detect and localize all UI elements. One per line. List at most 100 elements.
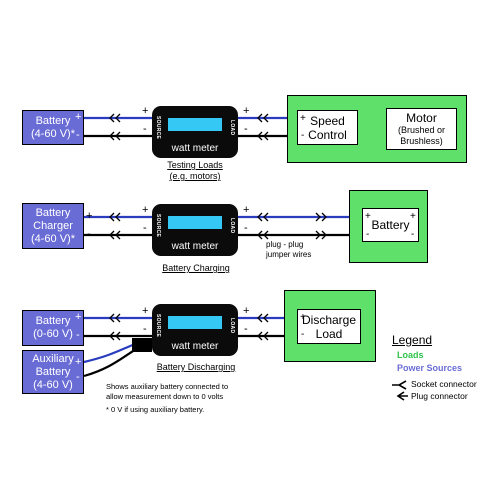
battery-source: Battery(4-60 V)* (22, 110, 84, 145)
socket-connector-icon (257, 131, 269, 141)
legend-power-sources: Power Sources (397, 363, 463, 373)
source-voltage: (4-60 V)* (30, 127, 76, 140)
source-label: Battery (35, 315, 71, 327)
socket-connector-icon (109, 230, 121, 240)
terminal-minus: - (244, 222, 248, 234)
meter-screen (168, 216, 222, 229)
caption-testing-loads: Testing Loads (e.g. motors) (150, 160, 240, 182)
motor-label: Motor (406, 111, 437, 125)
terminal-minus: - (301, 329, 305, 340)
battery-source: Battery(0-60 V) (22, 310, 84, 346)
motor-type: Brushless) (400, 136, 443, 146)
terminal-plus: + (142, 105, 149, 117)
terminal-minus: - (76, 329, 80, 341)
meter-source-label: SOURCE (155, 116, 161, 140)
jumper-note-line: plug - plug (266, 240, 304, 249)
terminal-minus: - (301, 130, 305, 141)
socket-connector-icon (109, 212, 121, 222)
legend-plug-icon (396, 391, 408, 401)
caption-line: (e.g. motors) (169, 171, 221, 181)
terminal-plus: + (75, 311, 82, 323)
socket-connector-icon (257, 230, 269, 240)
terminal-plus: + (243, 305, 250, 317)
source-voltage: (4-60 V) (33, 378, 73, 391)
aux-wire-neg (83, 347, 139, 378)
socket-connector-icon (109, 313, 121, 323)
footnote: * 0 V if using auxiliary battery. (106, 405, 205, 414)
meter-label: watt meter (171, 341, 219, 352)
source-label: Battery (35, 114, 71, 127)
discharge-label: Load (315, 326, 343, 341)
terminal-minus: - (76, 371, 80, 383)
plug-connector-icon (315, 230, 327, 240)
source-label: Battery (35, 365, 71, 378)
legend-socket-icon (392, 380, 407, 390)
meter-load-label: LOAD (229, 218, 235, 234)
terminal-minus: - (87, 228, 91, 240)
motor-type: (Brushed or (397, 125, 446, 135)
legend-loads: Loads (397, 350, 424, 360)
terminal-plus: + (243, 105, 250, 117)
terminal-minus: - (143, 123, 147, 135)
socket-connector-icon (257, 113, 269, 123)
meter-label: watt meter (171, 241, 219, 252)
aux-note-line: Shows auxiliary battery connected to (106, 382, 229, 391)
source-label: Auxiliary (32, 352, 74, 365)
meter-screen (168, 316, 222, 329)
jumper-note: plug - plug jumper wires (266, 240, 311, 260)
socket-connector-icon (109, 131, 121, 141)
terminal-plus: + (243, 204, 250, 216)
socket-connector-icon (109, 113, 121, 123)
aux-note: Shows auxiliary battery connected to all… (106, 382, 228, 401)
terminal-plus: + (410, 211, 416, 222)
meter-load-label: LOAD (229, 120, 235, 136)
socket-connector-icon (257, 212, 269, 222)
plug-connector-icon (315, 212, 327, 222)
battery-load: Battery (362, 208, 419, 242)
jumper-note-line: jumper wires (266, 250, 312, 259)
watt-meter: watt meter SOURCE LOAD (152, 106, 238, 158)
legend-plug-label: Plug connector (411, 391, 468, 401)
terminal-plus: + (75, 356, 82, 368)
terminal-plus: + (86, 210, 93, 222)
terminal-minus: - (143, 222, 147, 234)
caption-battery-discharging: Battery Discharging (156, 362, 236, 372)
legend-socket-label: Socket connector (411, 379, 477, 389)
socket-connector-icon (109, 331, 121, 341)
motor: Motor (Brushed or Brushless) (386, 108, 457, 150)
terminal-plus: + (142, 204, 149, 216)
speed-control-label: Speed (310, 113, 345, 128)
meter-label: watt meter (171, 143, 219, 154)
aux-wire-pos (83, 342, 136, 364)
terminal-plus: + (300, 113, 306, 124)
terminal-plus: + (142, 305, 149, 317)
source-label: Battery (35, 206, 71, 219)
aux-connector (132, 338, 152, 352)
terminal-minus: - (244, 123, 248, 135)
terminal-plus: + (300, 312, 306, 323)
speed-control-label: Control (308, 127, 347, 142)
terminal-minus: - (244, 323, 248, 335)
meter-source-label: SOURCE (155, 214, 161, 238)
aux-note-line: allow measurement down to 0 volts (106, 391, 224, 401)
watt-meter: watt meter SOURCE LOAD (152, 304, 238, 356)
battery-label: Battery (371, 218, 410, 232)
meter-load-label: LOAD (229, 318, 235, 334)
terminal-minus: - (143, 323, 147, 335)
source-voltage: (0-60 V) (33, 328, 73, 340)
terminal-plus: + (75, 111, 82, 123)
source-voltage: (4-60 V)* (30, 232, 76, 245)
meter-screen (168, 118, 222, 131)
socket-connector-icon (257, 313, 269, 323)
meter-source-label: SOURCE (155, 314, 161, 338)
socket-connector-icon (257, 331, 269, 341)
terminal-minus: - (366, 229, 370, 240)
terminal-plus: + (365, 211, 371, 222)
terminal-minus: - (411, 229, 415, 240)
